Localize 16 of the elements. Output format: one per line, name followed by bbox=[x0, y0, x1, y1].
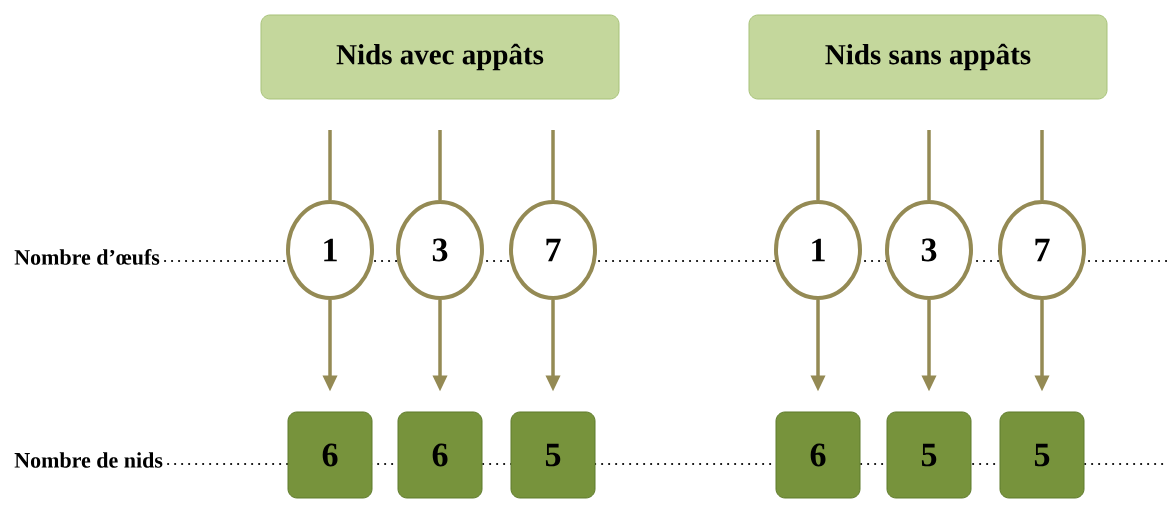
number-square: 5 bbox=[999, 411, 1085, 499]
header-box: Nids sans appâts bbox=[748, 14, 1108, 100]
number-square: 6 bbox=[287, 411, 373, 499]
connector-line bbox=[816, 130, 820, 200]
connector-line bbox=[438, 130, 442, 200]
connector-line bbox=[551, 130, 555, 200]
row-label: Nombre d’œufs bbox=[14, 249, 160, 265]
connector-line bbox=[1040, 130, 1044, 200]
number-square: 5 bbox=[510, 411, 596, 499]
row-label: Nombre de nids bbox=[14, 452, 163, 468]
number-square: 5 bbox=[886, 411, 972, 499]
number-square: 6 bbox=[397, 411, 483, 499]
connector-line bbox=[927, 130, 931, 200]
number-square: 6 bbox=[775, 411, 861, 499]
header-box: Nids avec appâts bbox=[260, 14, 620, 100]
connector-line bbox=[328, 130, 332, 200]
